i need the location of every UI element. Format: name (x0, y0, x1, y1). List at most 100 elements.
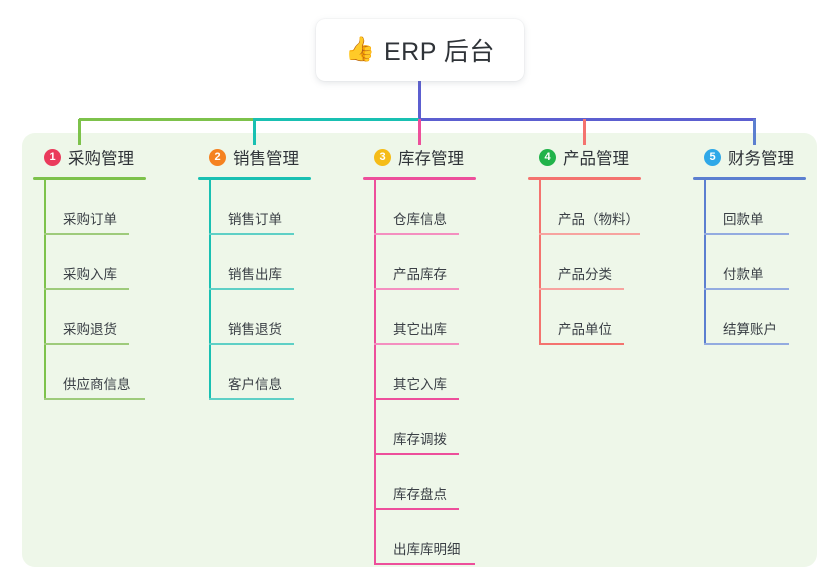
list-item[interactable]: 仓库信息 (363, 180, 476, 235)
branch-title-4: 产品管理 (563, 150, 629, 168)
list-item[interactable]: 产品单位 (528, 290, 641, 345)
item-label: 采购入库 (63, 267, 117, 282)
branch-number-badge-4: 4 (539, 148, 556, 166)
item-label: 客户信息 (228, 377, 282, 392)
branch-column-1: 1 采购管理 采购订单 采购入库 采购退货 供应商信息 (33, 144, 146, 400)
item-underline (374, 453, 459, 455)
item-underline (539, 343, 624, 345)
branch-title-2: 销售管理 (233, 150, 299, 168)
item-label: 供应商信息 (63, 377, 131, 392)
branch-title-5: 财务管理 (728, 150, 794, 168)
item-label: 产品分类 (558, 267, 612, 282)
item-underline (704, 343, 789, 345)
list-item[interactable]: 出库库明细 (363, 510, 476, 565)
list-item[interactable]: 销售退货 (198, 290, 311, 345)
item-underline (374, 563, 475, 565)
item-underline (209, 343, 294, 345)
list-item[interactable]: 客户信息 (198, 345, 311, 400)
item-underline (44, 343, 129, 345)
item-label: 仓库信息 (393, 212, 447, 227)
list-item[interactable]: 其它出库 (363, 290, 476, 345)
branch-column-3: 3 库存管理 仓库信息 产品库存 其它出库 其它入库 库存调拨 (363, 144, 476, 565)
branch-number-badge-5: 5 (704, 148, 721, 166)
item-label: 采购退货 (63, 322, 117, 337)
branch-header-3[interactable]: 3 库存管理 (363, 144, 476, 170)
branch-underline-1 (33, 177, 146, 180)
branch-spine-4 (539, 180, 541, 345)
item-underline (209, 398, 294, 400)
item-label: 销售退货 (228, 322, 282, 337)
item-label: 出库库明细 (393, 542, 461, 557)
item-underline (374, 288, 459, 290)
branch-column-4: 4 产品管理 产品（物料） 产品分类 产品单位 (528, 144, 641, 345)
branch-spine-2 (209, 180, 211, 400)
branch-number-badge-2: 2 (209, 148, 226, 166)
list-item[interactable]: 采购订单 (33, 180, 146, 235)
list-item[interactable]: 付款单 (693, 235, 806, 290)
item-label: 产品（物料） (558, 212, 639, 227)
root-node-content: 👍 ERP 后台 (345, 32, 495, 68)
branch-items-1: 采购订单 采购入库 采购退货 供应商信息 (33, 180, 146, 400)
item-underline (539, 288, 624, 290)
branch-title-3: 库存管理 (398, 150, 464, 168)
page-title: ERP 后台 (383, 38, 495, 66)
item-underline (374, 398, 459, 400)
root-node-card[interactable]: 👍 ERP 后台 (316, 19, 524, 81)
item-label: 其它入库 (393, 377, 447, 392)
list-item[interactable]: 产品分类 (528, 235, 641, 290)
item-underline (704, 233, 789, 235)
item-underline (539, 233, 640, 235)
branch-items-3: 仓库信息 产品库存 其它出库 其它入库 库存调拨 库存盘点 (363, 180, 476, 565)
item-underline (44, 233, 129, 235)
item-underline (374, 233, 459, 235)
item-label: 产品单位 (558, 322, 612, 337)
item-underline (44, 398, 145, 400)
item-label: 其它出库 (393, 322, 447, 337)
item-label: 付款单 (723, 267, 764, 282)
item-underline (704, 288, 789, 290)
item-underline (209, 233, 294, 235)
item-label: 库存盘点 (393, 487, 447, 502)
branch-spine-3 (374, 180, 376, 565)
branch-header-2[interactable]: 2 销售管理 (198, 144, 311, 170)
list-item[interactable]: 结算账户 (693, 290, 806, 345)
item-label: 结算账户 (723, 322, 777, 337)
branch-header-1[interactable]: 1 采购管理 (33, 144, 146, 170)
branch-number-badge-3: 3 (374, 148, 391, 166)
list-item[interactable]: 供应商信息 (33, 345, 146, 400)
list-item[interactable]: 采购退货 (33, 290, 146, 345)
list-item[interactable]: 其它入库 (363, 345, 476, 400)
branch-header-5[interactable]: 5 财务管理 (693, 144, 806, 170)
list-item[interactable]: 产品库存 (363, 235, 476, 290)
branch-underline-4 (528, 177, 641, 180)
list-item[interactable]: 回款单 (693, 180, 806, 235)
branch-items-4: 产品（物料） 产品分类 产品单位 (528, 180, 641, 345)
list-item[interactable]: 库存盘点 (363, 455, 476, 510)
branch-items-5: 回款单 付款单 结算账户 (693, 180, 806, 345)
item-underline (374, 343, 459, 345)
branch-underline-3 (363, 177, 476, 180)
item-label: 产品库存 (393, 267, 447, 282)
branch-header-4[interactable]: 4 产品管理 (528, 144, 641, 170)
branch-title-1: 采购管理 (68, 150, 134, 168)
item-underline (209, 288, 294, 290)
branch-underline-2 (198, 177, 311, 180)
item-underline (374, 508, 459, 510)
list-item[interactable]: 采购入库 (33, 235, 146, 290)
branch-items-2: 销售订单 销售出库 销售退货 客户信息 (198, 180, 311, 400)
item-label: 回款单 (723, 212, 764, 227)
item-label: 采购订单 (63, 212, 117, 227)
branch-column-2: 2 销售管理 销售订单 销售出库 销售退货 客户信息 (198, 144, 311, 400)
item-label: 库存调拨 (393, 432, 447, 447)
branch-spine-1 (44, 180, 46, 400)
branch-number-badge-1: 1 (44, 148, 61, 166)
branch-spine-5 (704, 180, 706, 345)
list-item[interactable]: 销售出库 (198, 235, 311, 290)
list-item[interactable]: 产品（物料） (528, 180, 641, 235)
branch-column-5: 5 财务管理 回款单 付款单 结算账户 (693, 144, 806, 345)
diagram-panel (22, 133, 817, 567)
list-item[interactable]: 销售订单 (198, 180, 311, 235)
item-underline (44, 288, 129, 290)
list-item[interactable]: 库存调拨 (363, 400, 476, 455)
